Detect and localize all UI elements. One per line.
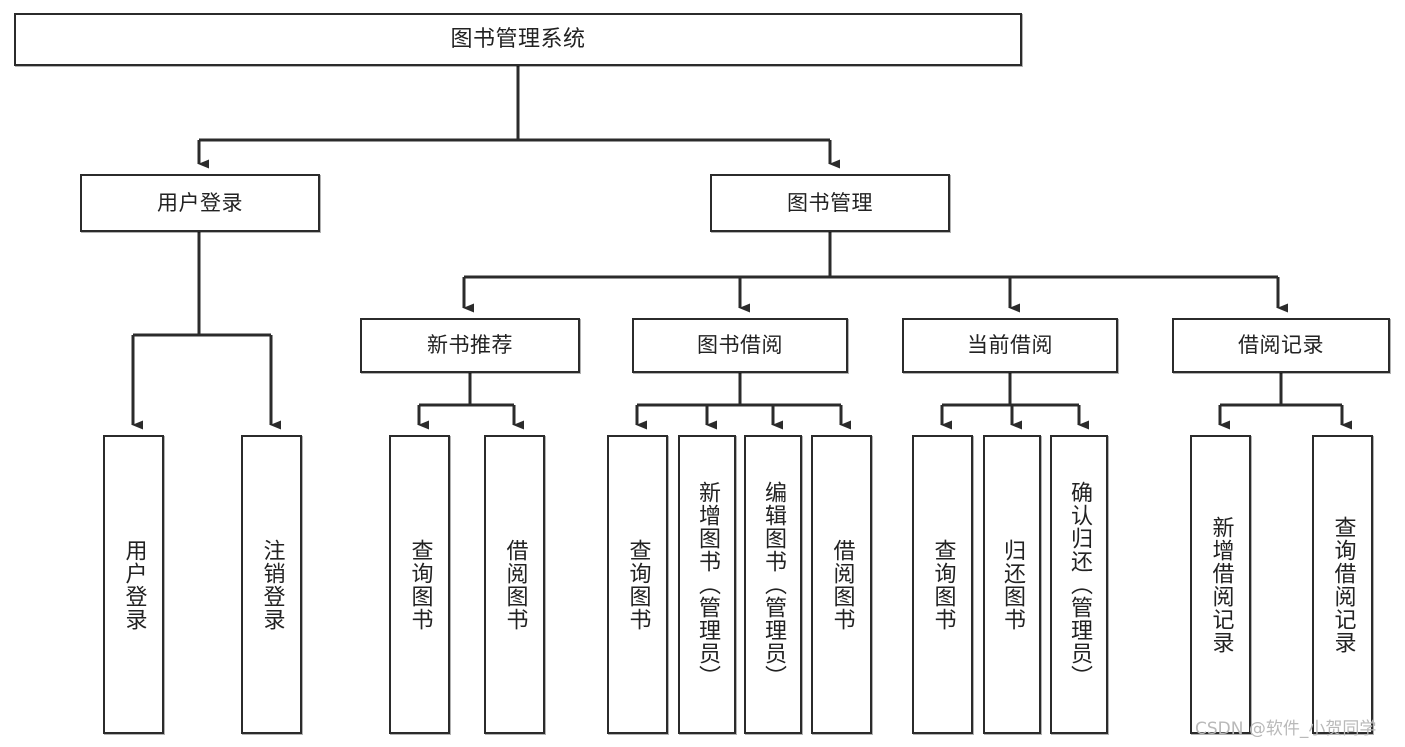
node-leaf-add-record-label: 新增借阅记录 xyxy=(1208,515,1234,654)
node-leaf-query-book-1[interactable]: 查询图书 xyxy=(389,435,450,734)
node-leaf-borrow-book-2[interactable]: 借阅图书 xyxy=(811,435,872,734)
node-leaf-return-book-label: 归还图书 xyxy=(999,538,1025,631)
node-leaf-logout-label: 注销登录 xyxy=(259,538,285,631)
node-leaf-query-book-3[interactable]: 查询图书 xyxy=(912,435,973,734)
node-leaf-user-login[interactable]: 用户登录 xyxy=(103,435,164,734)
node-leaf-confirm-return-label: 确认归还（管理员） xyxy=(1066,481,1092,688)
csdn-watermark: CSDN @软件_小贺同学 xyxy=(1195,719,1377,739)
node-book-manage[interactable]: 图书管理 xyxy=(710,174,950,232)
node-leaf-borrow-book-2-label: 借阅图书 xyxy=(829,538,855,631)
node-user-login-label: 用户登录 xyxy=(157,190,243,215)
node-leaf-borrow-book-1[interactable]: 借阅图书 xyxy=(484,435,545,734)
node-new-book-recommend[interactable]: 新书推荐 xyxy=(360,318,580,373)
node-leaf-user-login-label: 用户登录 xyxy=(121,538,147,631)
node-leaf-add-record[interactable]: 新增借阅记录 xyxy=(1190,435,1251,734)
node-leaf-query-book-3-label: 查询图书 xyxy=(930,538,956,631)
node-leaf-confirm-return[interactable]: 确认归还（管理员） xyxy=(1050,435,1108,734)
node-leaf-edit-book[interactable]: 编辑图书（管理员） xyxy=(744,435,802,734)
node-borrow-record-label: 借阅记录 xyxy=(1238,333,1324,358)
node-leaf-borrow-book-1-label: 借阅图书 xyxy=(502,538,528,631)
node-leaf-query-record[interactable]: 查询借阅记录 xyxy=(1312,435,1373,734)
node-book-borrow[interactable]: 图书借阅 xyxy=(632,318,848,373)
node-leaf-query-book-1-label: 查询图书 xyxy=(407,538,433,631)
node-leaf-query-record-label: 查询借阅记录 xyxy=(1330,515,1356,654)
node-leaf-edit-book-label: 编辑图书（管理员） xyxy=(760,481,786,688)
node-book-manage-label: 图书管理 xyxy=(787,190,873,215)
node-root-label: 图书管理系统 xyxy=(450,26,586,52)
node-leaf-add-book-label: 新增图书（管理员） xyxy=(694,481,720,688)
node-leaf-logout[interactable]: 注销登录 xyxy=(241,435,302,734)
node-leaf-query-book-2-label: 查询图书 xyxy=(625,538,651,631)
node-borrow-record[interactable]: 借阅记录 xyxy=(1172,318,1390,373)
node-new-book-recommend-label: 新书推荐 xyxy=(427,333,513,358)
node-book-borrow-label: 图书借阅 xyxy=(697,333,783,358)
node-root[interactable]: 图书管理系统 xyxy=(14,13,1022,66)
node-user-login[interactable]: 用户登录 xyxy=(80,174,320,232)
node-leaf-return-book[interactable]: 归还图书 xyxy=(983,435,1041,734)
node-leaf-query-book-2[interactable]: 查询图书 xyxy=(607,435,668,734)
node-current-borrow-label: 当前借阅 xyxy=(967,333,1053,358)
node-current-borrow[interactable]: 当前借阅 xyxy=(902,318,1118,373)
node-leaf-add-book[interactable]: 新增图书（管理员） xyxy=(678,435,736,734)
